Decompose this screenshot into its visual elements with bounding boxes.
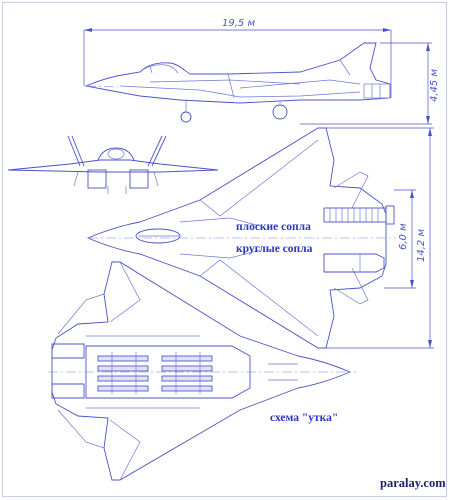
drawing-frame [2, 2, 447, 497]
length-dimension: 19,5 м [222, 18, 255, 29]
inner-span-dimension: 6,0 м [398, 223, 409, 250]
bottom-view [48, 261, 356, 481]
watermark: paralay.com [380, 476, 446, 490]
wingspan-dimension: 14,2 м [416, 229, 427, 262]
flat-nozzles-label: плоские сопла [236, 221, 311, 233]
front-view [7, 135, 219, 194]
height-dimension: 4,45 м [429, 69, 440, 102]
round-nozzles-label: круглые сопла [236, 243, 313, 255]
top-view: 6,0 м 14,2 м [86, 127, 434, 349]
canard-scheme-label: схема "утка" [270, 412, 339, 424]
side-view: 19,5 м 4,45 м [83, 18, 440, 125]
